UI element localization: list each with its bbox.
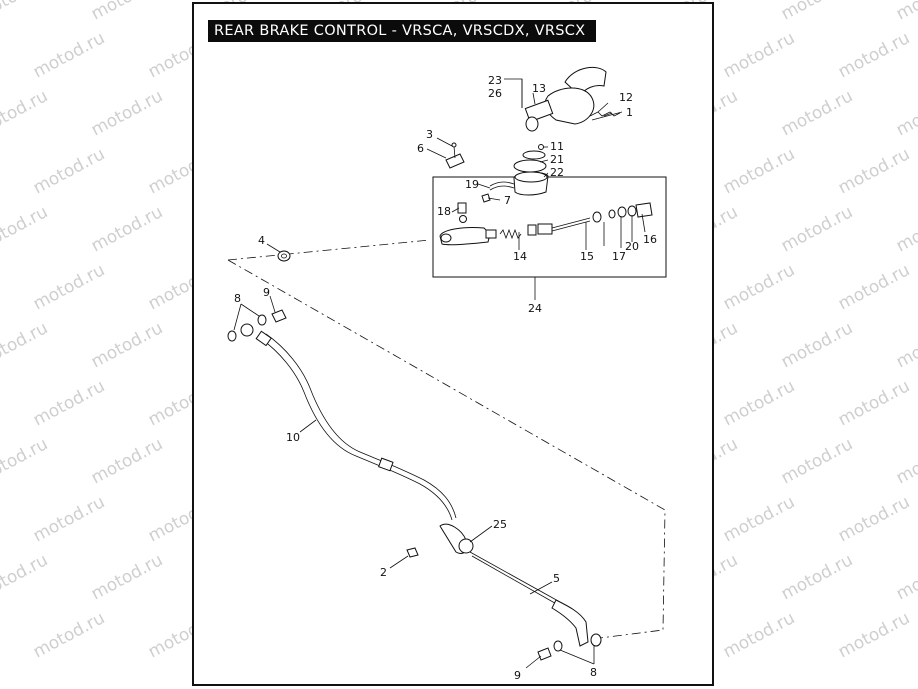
label-11: 11 bbox=[550, 140, 564, 153]
caliper-fitting bbox=[406, 538, 474, 558]
label-1: 1 bbox=[626, 106, 633, 119]
brake-pedal bbox=[524, 66, 607, 132]
label-10: 10 bbox=[286, 431, 300, 444]
banjo-bolt-upper bbox=[227, 309, 287, 342]
hose-fitting bbox=[457, 193, 491, 223]
label-2: 2 bbox=[380, 566, 387, 579]
diagram-title: REAR BRAKE CONTROL - VRSCA, VRSCDX, VRSC… bbox=[208, 20, 596, 42]
label-26: 26 bbox=[488, 87, 502, 100]
label-12: 12 bbox=[619, 91, 633, 104]
label-24: 24 bbox=[528, 302, 542, 315]
label-15: 15 bbox=[580, 250, 594, 263]
label-16: 16 bbox=[643, 233, 657, 246]
label-5: 5 bbox=[553, 572, 560, 585]
assembly-box bbox=[432, 176, 667, 278]
label-22: 22 bbox=[550, 166, 564, 179]
label-3: 3 bbox=[426, 128, 433, 141]
bracket-23 bbox=[504, 78, 523, 108]
routing-line-upper bbox=[227, 239, 431, 261]
spring-part bbox=[589, 111, 623, 121]
label-17: 17 bbox=[612, 250, 626, 263]
label-20: 20 bbox=[625, 240, 639, 253]
label-25: 25 bbox=[493, 518, 507, 531]
label-7: 7 bbox=[504, 194, 511, 207]
label-13: 13 bbox=[532, 82, 546, 95]
leader-lines bbox=[233, 92, 646, 669]
label-19: 19 bbox=[465, 178, 479, 191]
label-14: 14 bbox=[513, 250, 527, 263]
routing-line-diagonal bbox=[227, 259, 666, 639]
master-cylinder bbox=[439, 202, 653, 246]
brake-rod bbox=[469, 551, 589, 647]
label-9-upper: 9 bbox=[263, 286, 270, 299]
reservoir-hose bbox=[489, 181, 515, 187]
clip-part bbox=[445, 142, 465, 169]
label-9-lower: 9 bbox=[514, 669, 521, 682]
reservoir bbox=[513, 144, 549, 196]
label-6: 6 bbox=[417, 142, 424, 155]
washer-4 bbox=[277, 250, 291, 262]
label-8-upper: 8 bbox=[234, 292, 241, 305]
banjo-bolt-lower bbox=[537, 633, 602, 661]
brake-line bbox=[255, 330, 468, 554]
label-18: 18 bbox=[437, 205, 451, 218]
label-21: 21 bbox=[550, 153, 564, 166]
label-23: 23 bbox=[488, 74, 502, 87]
label-4: 4 bbox=[258, 234, 265, 247]
label-8-lower: 8 bbox=[590, 666, 597, 679]
